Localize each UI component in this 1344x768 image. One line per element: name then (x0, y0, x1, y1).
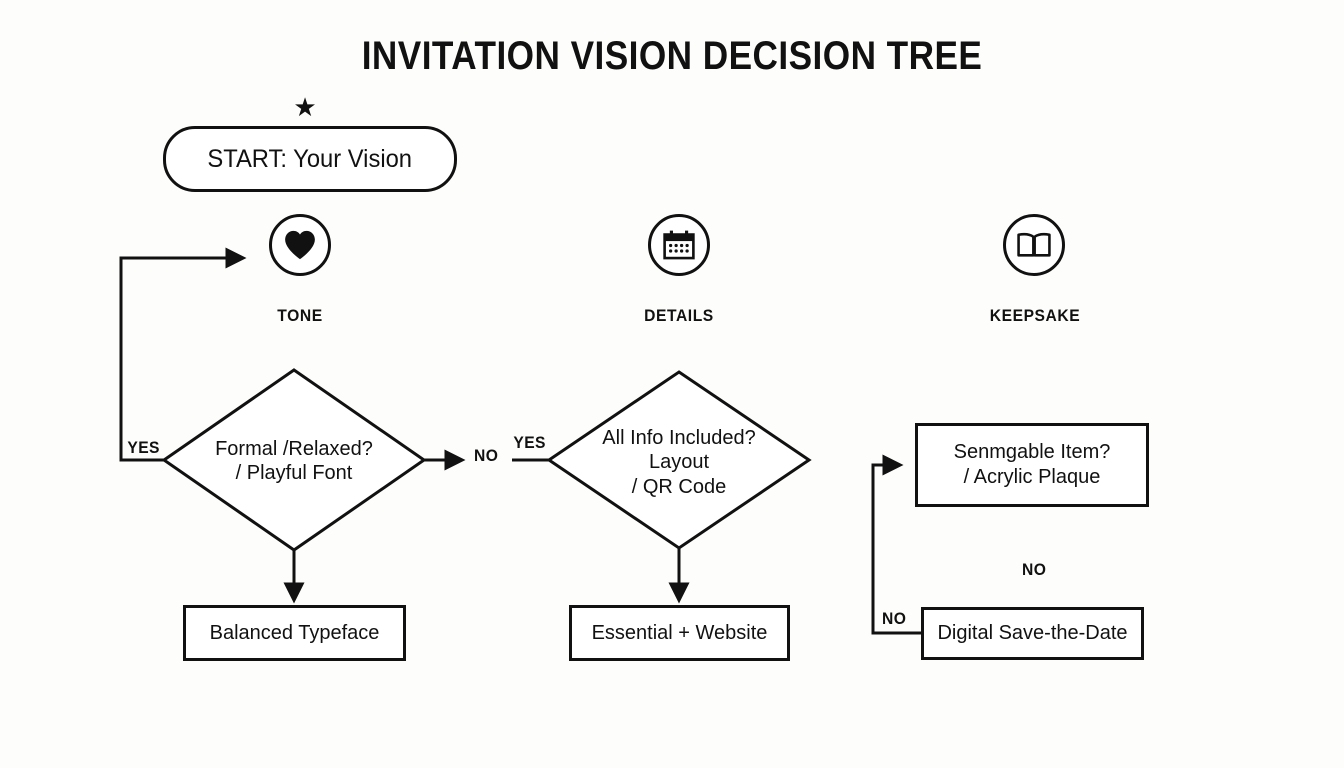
tone-icon-circle[interactable] (269, 214, 331, 276)
edge-tone-yes-loop (119, 247, 247, 462)
keepsake-outcome-label: Digital Save-the-Date (937, 622, 1128, 644)
keepsake-icon-circle[interactable] (1003, 214, 1065, 276)
edge-label-keepsake-no-middle: NO (1022, 560, 1047, 579)
details-category-label: DETAILS (644, 306, 714, 325)
edge-label-tone-yes: YES (127, 438, 160, 457)
details-decision-label: All Info Included? Layout / QR Code (602, 427, 756, 498)
edge-keepsake-no-loop (871, 454, 921, 635)
keepsake-decision-label: Senmgable Item? / Acrylic Plaque (953, 441, 1111, 488)
open-book-icon (1017, 232, 1051, 257)
start-node[interactable]: START: Your Vision (163, 126, 457, 192)
start-node-label: START: Your Vision (207, 144, 413, 173)
star-icon: ★ (293, 92, 317, 122)
heart-icon (285, 230, 315, 260)
keepsake-outcome-box[interactable]: Digital Save-the-Date (921, 607, 1144, 660)
edge-label-details-yes: YES (513, 433, 546, 452)
calendar-icon (663, 230, 695, 260)
edge-label-tone-no: NO (474, 446, 499, 465)
details-icon-circle[interactable] (648, 214, 710, 276)
tone-outcome-box[interactable]: Balanced Typeface (183, 605, 406, 661)
tone-outcome-label: Balanced Typeface (209, 621, 380, 644)
page-title: INVITATION VISION DECISION TREE (361, 34, 983, 78)
keepsake-decision-box[interactable]: Senmgable Item? / Acrylic Plaque (915, 423, 1149, 507)
tone-decision-label: Formal /Relaxed? / Playful Font (215, 438, 373, 485)
tone-category-label: TONE (277, 306, 323, 325)
edge-label-keepsake-loop-no: NO (882, 609, 907, 628)
details-outcome-box[interactable]: Essential + Website (569, 605, 790, 661)
keepsake-category-label: KEEPSAKE (989, 306, 1081, 325)
details-outcome-label: Essential + Website (591, 621, 768, 644)
